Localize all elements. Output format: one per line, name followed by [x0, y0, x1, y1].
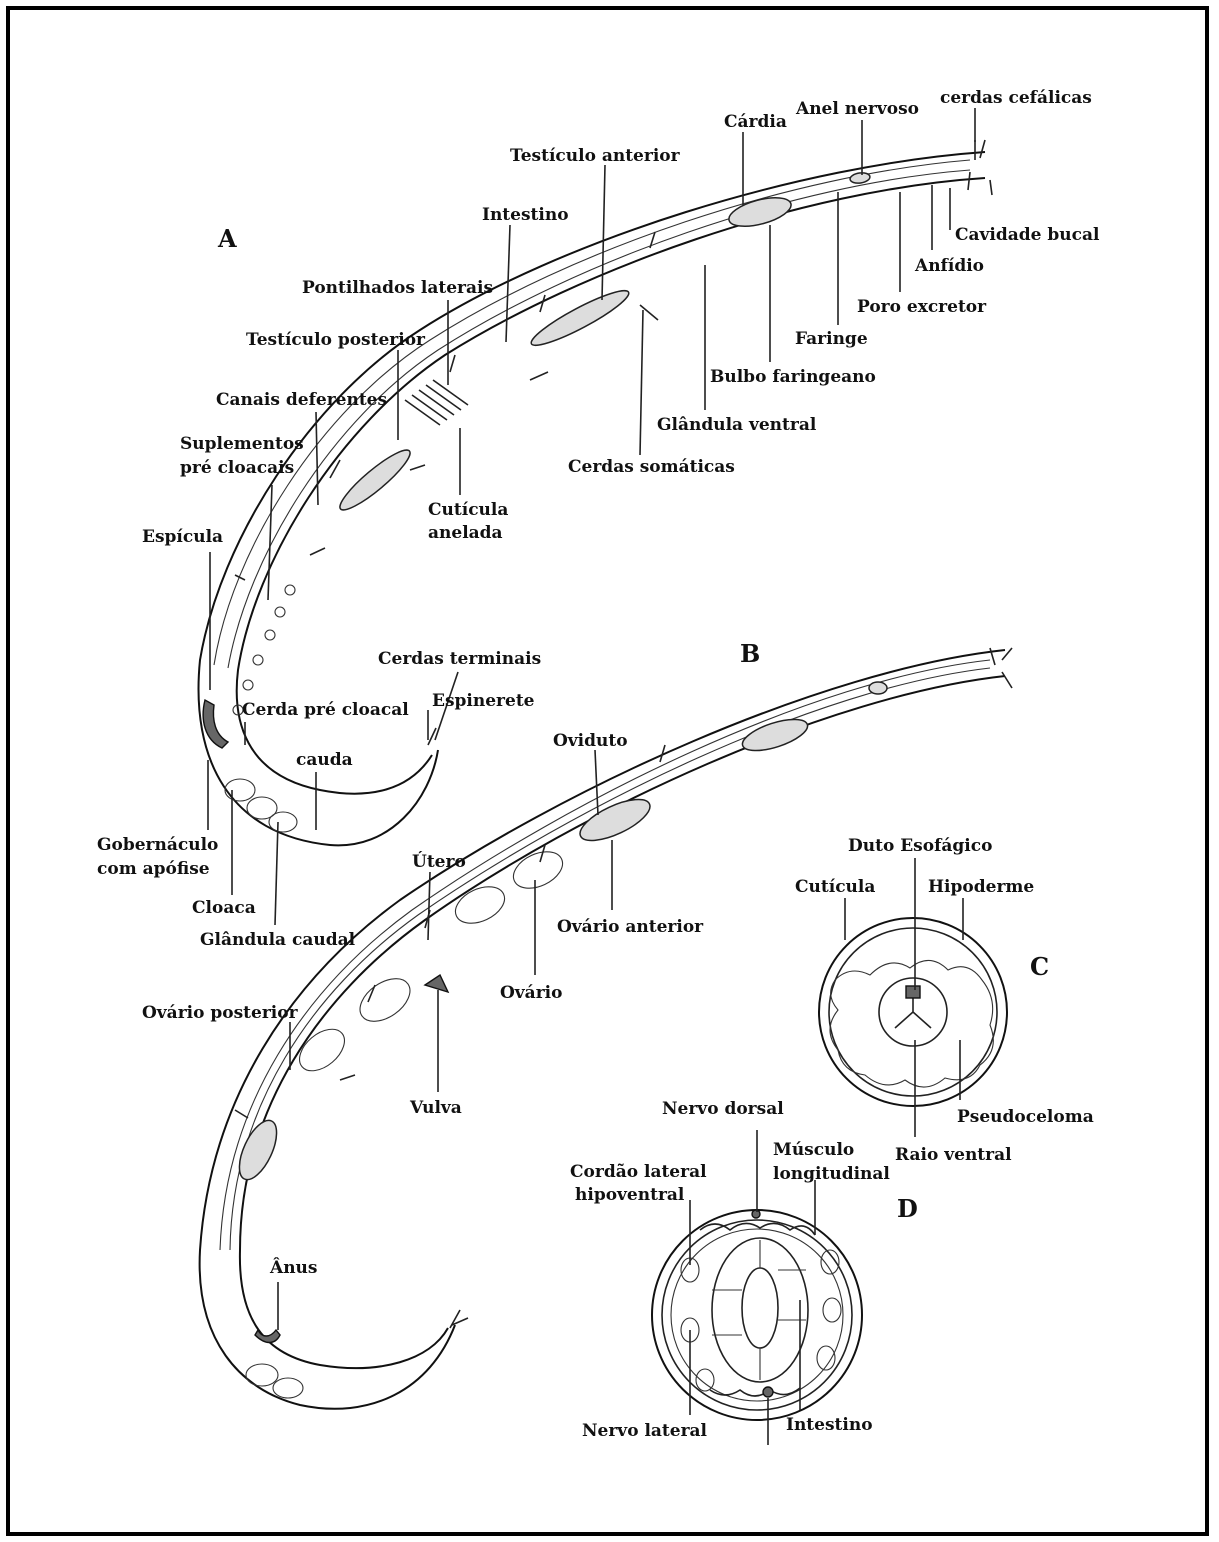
label-cerdas-somaticas: Cerdas somáticas — [568, 457, 735, 477]
label-ovario: Ovário — [500, 983, 562, 1003]
label-ovario-anterior: Ovário anterior — [557, 917, 704, 937]
label-gubernaculo-2: com apófise — [97, 859, 210, 879]
label-oviduto: Oviduto — [553, 731, 628, 751]
cross-section-c — [819, 918, 1007, 1106]
label-cauda: cauda — [296, 750, 353, 770]
label-nervo-dorsal: Nervo dorsal — [662, 1099, 784, 1119]
label-testiculo-anterior: Testículo anterior — [510, 146, 681, 166]
label-testiculo-posterior: Testículo posterior — [246, 330, 426, 350]
label-glandula-ventral: Glândula ventral — [657, 415, 817, 435]
label-cerda-pre-cloacal: Cerda pré cloacal — [242, 700, 409, 720]
label-canais-deferentes: Canais deferentes — [216, 390, 387, 410]
label-cerdas-cefalicas: cerdas cefálicas — [940, 88, 1092, 108]
panel-label-d: D — [897, 1194, 918, 1223]
label-vulva: Vulva — [409, 1098, 462, 1118]
label-cardia: Cárdia — [724, 112, 787, 132]
label-nervo-lateral: Nervo lateral — [582, 1421, 708, 1441]
label-cerdas-terminais: Cerdas terminais — [378, 649, 541, 669]
label-cordao-2: hipoventral — [575, 1185, 685, 1205]
label-cloaca: Cloaca — [192, 898, 256, 918]
label-cuticula-anelada-2: anelada — [428, 523, 503, 543]
label-poro-excretor: Poro excretor — [857, 297, 987, 317]
label-cuticula-c: Cutícula — [795, 877, 875, 897]
label-duto-esofagico: Duto Esofágico — [848, 836, 992, 856]
label-gubernaculo-1: Gobernáculo — [97, 835, 218, 855]
annulated-cuticle — [405, 380, 468, 425]
label-anus: Ânus — [269, 1257, 317, 1278]
label-anel-nervoso: Anel nervoso — [795, 99, 919, 119]
label-intestino-d: Intestino — [786, 1415, 873, 1435]
panel-label-b: B — [740, 639, 760, 668]
label-suplementos-1: Suplementos — [180, 434, 304, 454]
label-glandula-caudal: Glândula caudal — [200, 930, 356, 950]
label-pseudoceloma: Pseudoceloma — [957, 1107, 1094, 1127]
panel-label-a: A — [217, 224, 237, 253]
label-anfidio: Anfídio — [914, 256, 984, 276]
label-bulbo-faringeano: Bulbo faringeano — [710, 367, 876, 387]
label-cordao-1: Cordão lateral — [570, 1162, 707, 1182]
label-utero: Útero — [412, 851, 466, 872]
label-pontilhados-laterais: Pontilhados laterais — [302, 278, 493, 298]
panel-label-c: C — [1030, 952, 1049, 981]
label-suplementos-2: pré cloacais — [180, 458, 294, 478]
cross-section-d — [652, 1210, 862, 1420]
label-intestino-a: Intestino — [482, 205, 569, 225]
label-raio-ventral: Raio ventral — [895, 1145, 1012, 1165]
label-musculo-2: longitudinal — [773, 1164, 890, 1184]
label-cuticula-anelada-1: Cutícula — [428, 500, 508, 520]
label-espinerete: Espinerete — [432, 691, 535, 711]
label-ovario-posterior: Ovário posterior — [142, 1003, 299, 1023]
label-espicula: Espícula — [142, 527, 223, 547]
label-cavidade-bucal: Cavidade bucal — [955, 225, 1100, 245]
label-musculo-1: Músculo — [773, 1140, 854, 1160]
label-faringe: Faringe — [795, 329, 868, 349]
label-hipoderme: Hipoderme — [928, 877, 1034, 897]
